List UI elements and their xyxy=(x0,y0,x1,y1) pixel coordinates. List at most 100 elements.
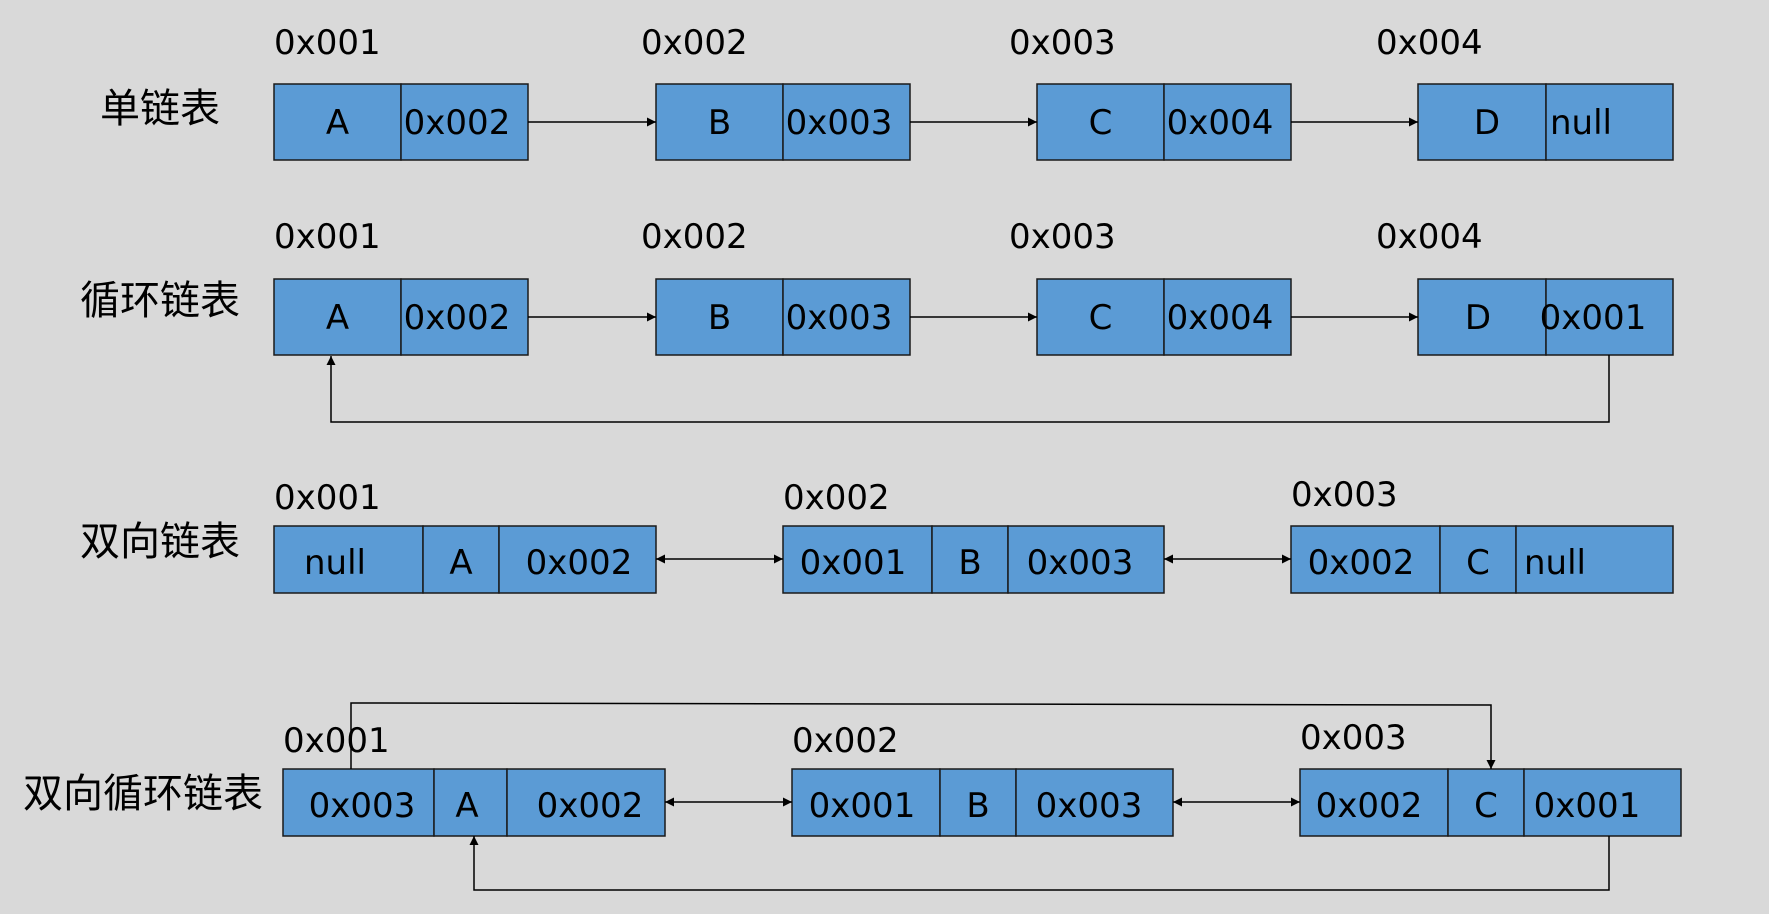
node-cell xyxy=(1036,83,1165,161)
node-cell-text: null xyxy=(1550,103,1612,143)
node-cell xyxy=(655,83,784,161)
node-cell-text: 0x002 xyxy=(526,543,633,583)
node-cell-text: 0x003 xyxy=(786,103,893,143)
node-cell xyxy=(1523,768,1682,837)
node-cell-text: 0x003 xyxy=(786,298,893,338)
node-cell-text: A xyxy=(449,543,472,583)
node-r3-n0: 0x003 A 0x002 xyxy=(282,768,666,837)
node-cell xyxy=(506,768,666,837)
node-cell xyxy=(1545,83,1674,161)
node-r3-n1: 0x001 B 0x003 xyxy=(791,768,1174,837)
node-cell xyxy=(939,768,1017,837)
node-cell-text: 0x003 xyxy=(1027,543,1134,583)
node-r2-n1: 0x001 B 0x003 xyxy=(782,525,1165,594)
row-circular-linked: A 0x002 B 0x003 C 0x004 D 0x001 xyxy=(273,278,1674,423)
node-cell-text: D xyxy=(1474,103,1500,143)
addr-r1-n1: 0x002 xyxy=(641,217,748,257)
node-cell xyxy=(931,525,1009,594)
node-cell-text: 0x001 xyxy=(1540,298,1647,338)
node-cell xyxy=(1015,768,1174,837)
row-label-circular: 循环链表 xyxy=(80,278,240,324)
node-cell-text: 0x002 xyxy=(537,786,644,826)
node-r0-n3: D null xyxy=(1417,83,1674,161)
addr-r1-n3: 0x004 xyxy=(1376,217,1483,257)
node-cell-text: A xyxy=(326,298,349,338)
arrow-tail-next-to-head xyxy=(469,836,1610,891)
addr-r0-n0: 0x001 xyxy=(274,23,381,63)
node-cell xyxy=(1290,525,1441,594)
addr-r1-n2: 0x003 xyxy=(1009,217,1116,257)
node-r1-n0: A 0x002 xyxy=(273,278,529,356)
node-cell xyxy=(1439,525,1517,594)
node-cell-text: 0x003 xyxy=(309,786,416,826)
node-cell xyxy=(1007,525,1165,594)
node-cell-text: 0x001 xyxy=(1534,786,1641,826)
node-cell xyxy=(1515,525,1674,594)
node-cell-text: 0x002 xyxy=(1308,543,1415,583)
addr-r3-n2: 0x003 xyxy=(1300,718,1407,758)
row-doubly-linked: null A 0x002 0x001 B 0x003 0x002 C null xyxy=(273,525,1674,594)
node-r2-n0: null A 0x002 xyxy=(273,525,657,594)
node-cell-text: 0x001 xyxy=(809,786,916,826)
node-cell-text: 0x001 xyxy=(800,543,907,583)
node-cell-text: B xyxy=(708,103,731,143)
addr-r3-n0: 0x001 xyxy=(283,721,390,761)
node-cell xyxy=(273,83,402,161)
node-cell-text: B xyxy=(708,298,731,338)
addr-r2-n2: 0x003 xyxy=(1291,475,1398,515)
address-labels: 0x001 0x002 0x003 0x004 0x001 0x002 0x00… xyxy=(274,23,1483,761)
node-r0-n0: A 0x002 xyxy=(273,83,529,161)
node-cell xyxy=(1163,278,1292,356)
node-cell-text: null xyxy=(304,543,366,583)
node-cell xyxy=(400,83,529,161)
node-cell xyxy=(422,525,500,594)
node-cell-text: 0x002 xyxy=(404,103,511,143)
node-cell xyxy=(273,525,424,594)
node-cell-text: 0x004 xyxy=(1167,298,1274,338)
row-doubly-circular-linked: 0x003 A 0x002 0x001 B 0x003 0x002 C 0x00… xyxy=(282,702,1682,891)
row-singly-linked: A 0x002 B 0x003 C 0x004 D null xyxy=(273,83,1674,161)
arrow-head-prev-to-tail xyxy=(350,702,1496,769)
addr-r0-n1: 0x002 xyxy=(641,23,748,63)
node-cell xyxy=(791,768,941,837)
addr-r0-n2: 0x003 xyxy=(1009,23,1116,63)
node-cell xyxy=(1417,278,1547,356)
node-r2-n2: 0x002 C null xyxy=(1290,525,1674,594)
addr-r0-n3: 0x004 xyxy=(1376,23,1483,63)
node-r0-n1: B 0x003 xyxy=(655,83,911,161)
node-cell-text: 0x004 xyxy=(1167,103,1274,143)
node-cell xyxy=(1417,83,1547,161)
addr-r2-n1: 0x002 xyxy=(783,478,890,518)
node-cell xyxy=(782,278,911,356)
row-label-doubly: 双向链表 xyxy=(80,519,240,565)
node-cell-text: B xyxy=(958,543,981,583)
arrow-wrap-to-head xyxy=(326,355,1610,423)
node-cell-text: 0x002 xyxy=(1316,786,1423,826)
row-label-doubly-circular: 双向循环链表 xyxy=(23,771,263,817)
node-cell xyxy=(1447,768,1525,837)
node-r1-n1: B 0x003 xyxy=(655,278,911,356)
node-r3-n2: 0x002 C 0x001 xyxy=(1299,768,1682,837)
addr-r1-n0: 0x001 xyxy=(274,217,381,257)
node-cell-text: A xyxy=(455,786,478,826)
node-cell xyxy=(273,278,402,356)
node-cell-text: C xyxy=(1089,103,1113,143)
node-cell-text: null xyxy=(1524,543,1586,583)
node-cell xyxy=(282,768,435,837)
addr-r3-n1: 0x002 xyxy=(792,721,899,761)
node-cell-text: 0x002 xyxy=(404,298,511,338)
row-label-singly: 单链表 xyxy=(100,86,220,132)
node-cell xyxy=(433,768,508,837)
node-cell xyxy=(782,83,911,161)
node-cell-text: D xyxy=(1465,298,1491,338)
node-cell-text: C xyxy=(1474,786,1498,826)
node-r1-n2: C 0x004 xyxy=(1036,278,1292,356)
addr-r2-n0: 0x001 xyxy=(274,478,381,518)
node-cell xyxy=(498,525,657,594)
node-cell-text: A xyxy=(326,103,349,143)
node-cell xyxy=(1163,83,1292,161)
node-cell-text: 0x003 xyxy=(1036,786,1143,826)
node-r1-n3: D 0x001 xyxy=(1417,278,1674,356)
node-cell-text: B xyxy=(966,786,989,826)
